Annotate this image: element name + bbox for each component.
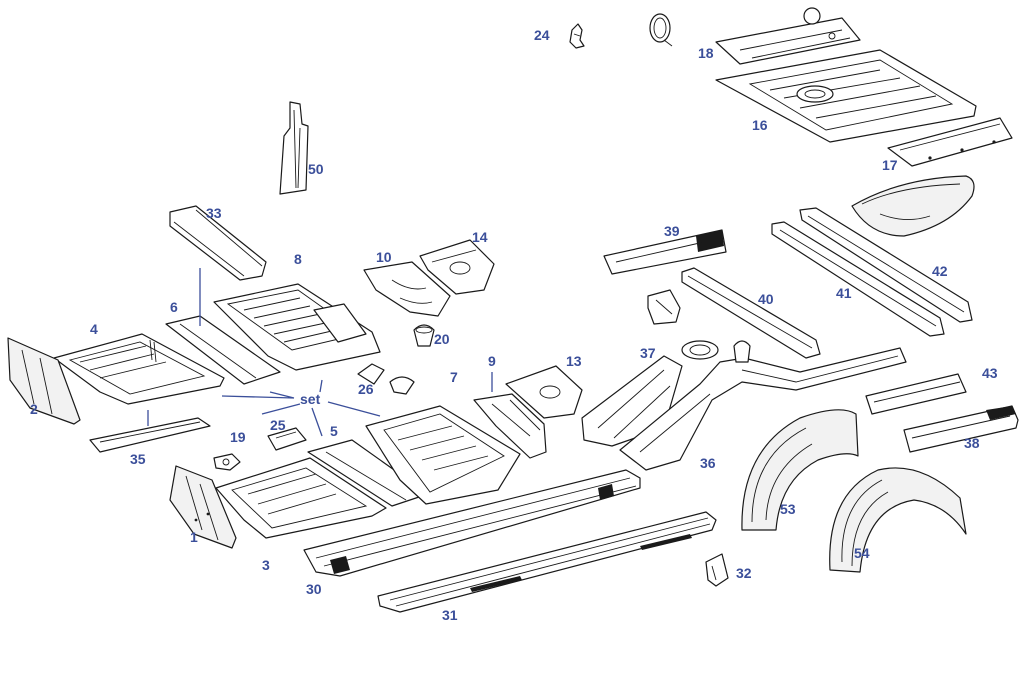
callout-31: 31 [442,607,458,623]
part-10-bracket [363,261,451,317]
part-50-pillar [279,101,309,195]
callout-9: 9 [488,353,496,369]
callout-36: 36 [700,455,716,471]
part-38-bracket-strip [903,405,1019,453]
leader-lines [147,268,493,437]
part-54-wheel-arch-outer [829,467,967,573]
part-30-sill-inner [303,469,641,577]
callout-8: 8 [294,251,302,267]
callout-43: 43 [982,365,998,381]
part-35-cross-strip [89,417,211,453]
part-4-floor-pan-front-left [53,333,225,405]
callout-set: set [300,391,321,407]
callout-33: 33 [206,205,222,221]
part-19-clip [213,453,241,471]
callout-13: 13 [566,353,582,369]
part-53-wheel-arch-inner [741,409,859,531]
callout-50: 50 [308,161,324,177]
callout-20: 20 [434,331,450,347]
callout-37: 37 [640,345,656,361]
part-17-rear-strip [887,117,1013,167]
part-31-sill-outer [377,511,717,613]
part-16-trunk-floor [715,49,977,143]
callout-14: 14 [472,229,488,245]
callout-10: 10 [376,249,392,265]
part-14-mount-plate [419,239,495,295]
callout-labels: 24 18 16 17 50 33 39 14 10 8 42 41 40 6 … [30,27,998,623]
callout-1: 1 [190,529,198,545]
part-20-grommet [413,324,435,347]
part-26-small-bracket [357,363,415,395]
part-42-outer-rail [799,207,973,323]
callout-39: 39 [664,223,680,239]
callout-40: 40 [758,291,774,307]
part-18-rear-panel [715,7,861,65]
callout-4: 4 [90,321,98,337]
callout-35: 35 [130,451,146,467]
callout-6: 6 [170,299,178,315]
callout-38: 38 [964,435,980,451]
part-24-clip [569,23,585,49]
callout-32: 32 [736,565,752,581]
part-spring-cup [681,340,719,360]
part-3-floor-pan-rear-left [215,457,387,539]
part-43-strip [865,373,967,415]
part-33-crossmember [169,205,267,281]
callout-54: 54 [854,545,870,561]
callout-18: 18 [698,45,714,61]
part-39-cross-member [603,229,727,275]
callout-16: 16 [752,117,768,133]
part-36-longitudinal-member [619,340,907,471]
part-7-floor-pan-rear-right [365,405,521,505]
part-13-mount-plate [505,365,583,419]
callout-42: 42 [932,263,948,279]
callout-19: 19 [230,429,246,445]
part-ring-clamp [649,13,673,47]
callout-30: 30 [306,581,322,597]
callout-25: 25 [270,417,286,433]
part-9-bracket [473,393,547,459]
part-25-plate [267,427,307,451]
part-40-longitudinal-rail [681,267,821,359]
part-2-front-panel-left [7,337,81,425]
callout-41: 41 [836,285,852,301]
part-32-clip [705,553,729,587]
callout-5: 5 [330,423,338,439]
part-spare-wheel-well [851,175,975,237]
callout-24: 24 [534,27,550,43]
callout-3: 3 [262,557,270,573]
part-8-floor-pan-front-right [213,283,381,371]
callout-2: 2 [30,401,38,417]
part-6-tunnel-section [165,315,281,385]
part-small-bracket-40 [647,289,681,325]
callout-7: 7 [450,369,458,385]
callout-17: 17 [882,157,898,173]
callout-26: 26 [358,381,374,397]
part-41-inner-rail [771,221,945,337]
part-1-front-panel-right [169,465,237,549]
callout-53: 53 [780,501,796,517]
